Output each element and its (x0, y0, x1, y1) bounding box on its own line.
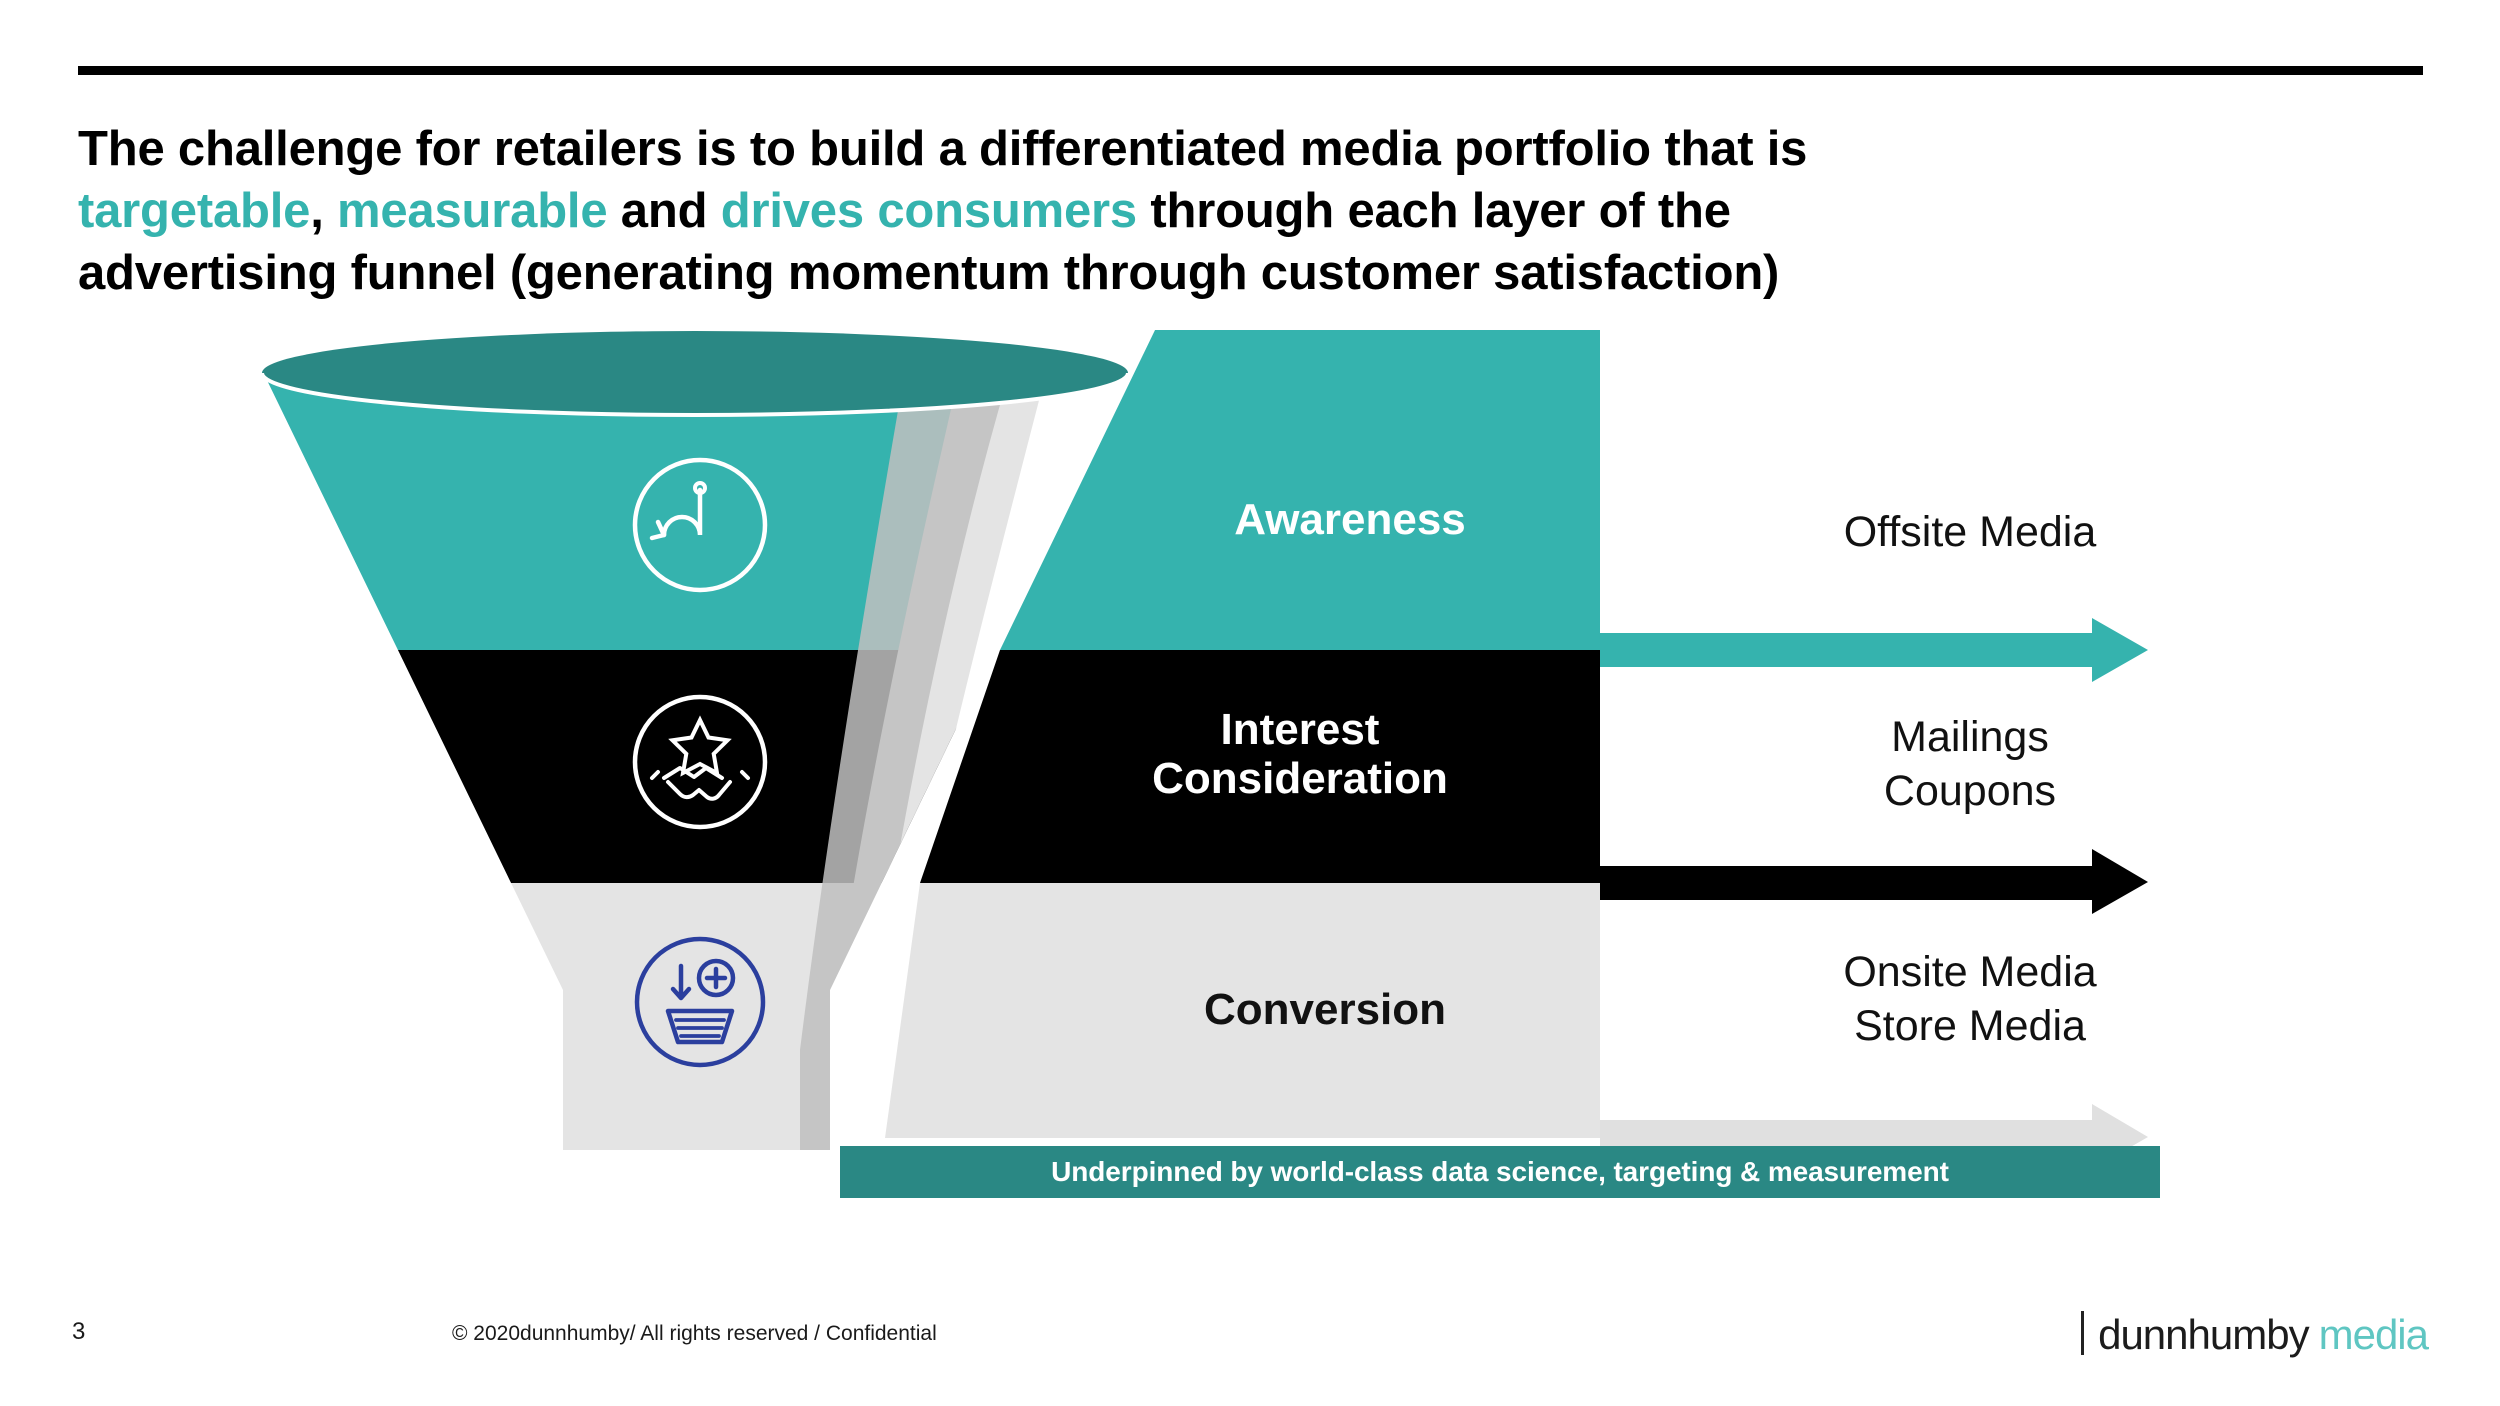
title-sep-1: , (310, 184, 338, 239)
handshake-star-icon (632, 694, 768, 830)
stage-band-interest (920, 650, 1600, 883)
arrow-mailings-coupons (1600, 849, 2148, 914)
arrow-offsite-media (1600, 618, 2148, 682)
add-to-basket-icon (634, 936, 766, 1068)
title-accent-targetable: targetable (78, 184, 311, 239)
stage-band-conversion (885, 883, 1600, 1138)
page-title: The challenge for retailers is to build … (78, 118, 2408, 305)
funnel-rim-highlight (260, 372, 1130, 418)
title-tail-1: through each layer of the (1136, 184, 1731, 239)
logo-media: media (2318, 1311, 2429, 1358)
fish-hook-icon (632, 457, 768, 593)
title-conn-and: and (607, 184, 721, 239)
logo-dunnhumby: dunnhumby (2098, 1311, 2309, 1358)
copyright-text: © 2020dunnhumby/ All rights reserved / C… (452, 1322, 937, 1345)
dunnhumby-media-logo: dunnhumby media (2081, 1305, 2429, 1359)
underpinned-banner-text: Underpinned by world-class data science,… (1051, 1156, 1949, 1187)
funnel-top-ellipse (262, 331, 1128, 415)
stage-band-awareness (1000, 330, 1600, 650)
title-line-3: advertising funnel (generating momentum … (78, 246, 1780, 301)
logo-bar-icon (2081, 1311, 2085, 1355)
title-line-1: The challenge for retailers is to build … (78, 122, 1808, 176)
top-divider-rule (78, 66, 2423, 75)
underpinned-banner: Underpinned by world-class data science,… (840, 1146, 2160, 1198)
title-accent-measurable: measurable (337, 184, 608, 239)
title-accent-drives-consumers: drives consumers (720, 184, 1137, 239)
page-number: 3 (72, 1318, 86, 1345)
funnel-diagram (0, 330, 2500, 1210)
